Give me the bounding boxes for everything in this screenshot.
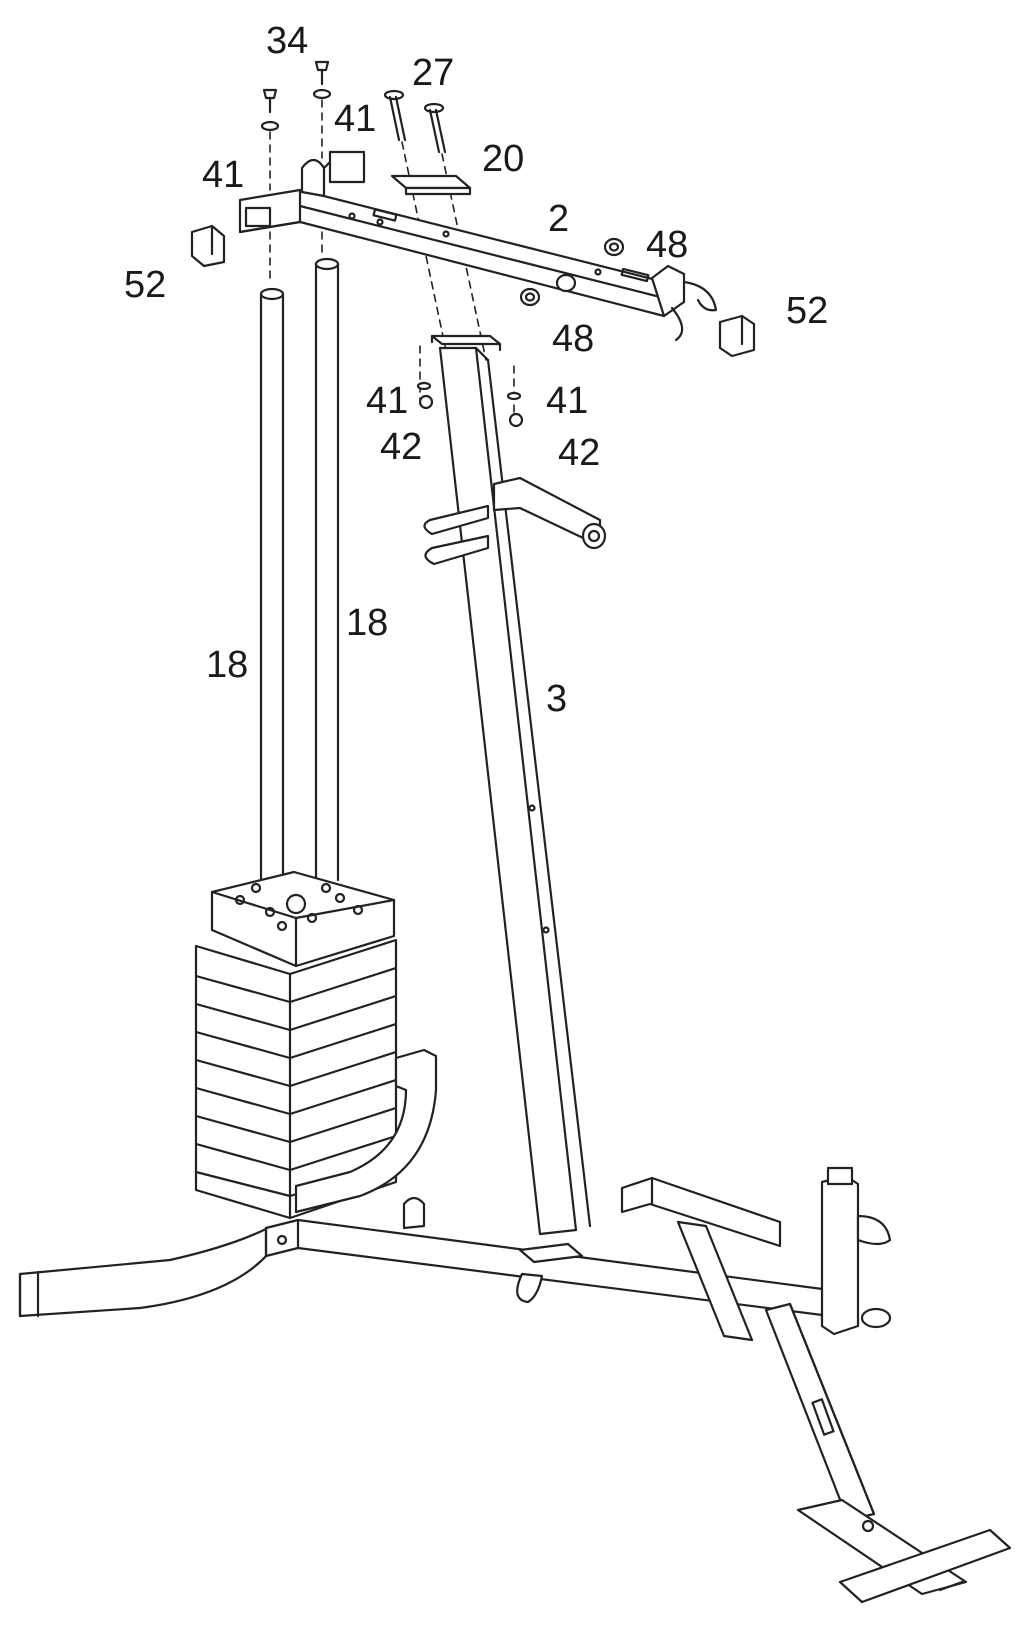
bolt-27-b xyxy=(423,102,447,154)
part-label-20: 20 xyxy=(482,138,525,180)
upright-3 xyxy=(423,334,607,1236)
part-label-27: 27 xyxy=(412,52,455,94)
part-label-42-right: 42 xyxy=(558,432,601,474)
base-frame xyxy=(18,1048,1012,1604)
part-label-48-mid: 48 xyxy=(552,318,595,360)
part-label-41-mid-left: 41 xyxy=(366,380,409,422)
part-label-42-left: 42 xyxy=(380,426,423,468)
nut-48-right xyxy=(603,237,625,257)
top-beam-2 xyxy=(238,150,718,342)
part-label-34: 34 xyxy=(266,20,309,62)
part-label-41-mid-right: 41 xyxy=(546,380,589,422)
part-label-41-top-left: 41 xyxy=(202,154,245,196)
guide-rod-left xyxy=(259,287,285,910)
part-label-18-left: 18 xyxy=(206,644,249,686)
weight-stack xyxy=(194,870,398,1220)
bolt-27-a xyxy=(383,89,407,142)
end-cap-52-left xyxy=(190,224,226,268)
part-label-52-right: 52 xyxy=(786,290,829,332)
part-label-52-left: 52 xyxy=(124,264,167,306)
part-label-18-right: 18 xyxy=(346,602,389,644)
bolt-34 xyxy=(312,60,332,100)
guide-rod-right xyxy=(314,257,340,882)
bolt-41-left xyxy=(260,88,280,132)
part-label-41-top: 41 xyxy=(334,98,377,140)
part-label-2: 2 xyxy=(548,198,570,240)
part-label-3: 3 xyxy=(546,678,568,720)
part-label-48-right: 48 xyxy=(646,224,689,266)
nut-48-mid xyxy=(519,273,577,307)
end-cap-52-right xyxy=(718,314,756,358)
